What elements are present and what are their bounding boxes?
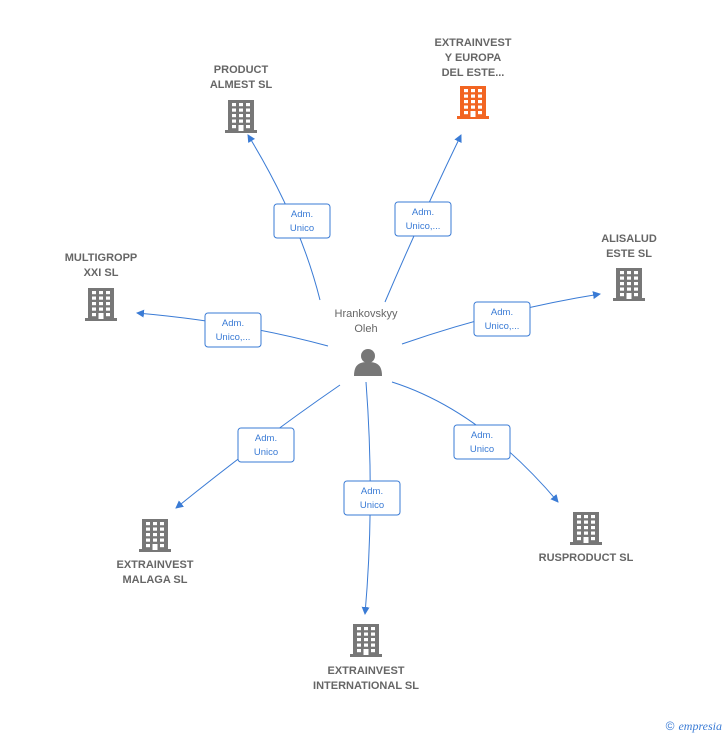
edge-label-text: Unico <box>360 500 384 511</box>
edge-label-text: Adm. <box>255 433 277 444</box>
footer-brand: ©empresia <box>666 719 722 734</box>
edge-label-multigropp-xxi[interactable]: Adm. Unico,... <box>204 312 262 348</box>
edge-product-almest: Adm. Unico <box>247 134 331 301</box>
center-name-line1: Hrankovskyy <box>335 308 398 320</box>
node-label: Y EUROPA <box>445 52 501 64</box>
node-label: RUSPRODUCT SL <box>539 552 634 564</box>
center-name-line2: Oleh <box>354 323 377 335</box>
edge-label-rusproduct[interactable]: Adm. Unico <box>453 424 511 460</box>
edge-label-box <box>204 312 262 348</box>
edge-label-text: Unico,... <box>485 321 520 332</box>
building-icon <box>225 100 257 133</box>
node-label: DEL ESTE... <box>442 67 505 79</box>
edge-label-product-almest[interactable]: Adm. Unico <box>273 203 331 239</box>
edge-label-box <box>394 201 452 237</box>
building-icon <box>85 288 117 321</box>
building-icon <box>350 624 382 657</box>
node-label: INTERNATIONAL SL <box>313 680 419 692</box>
node-rusproduct[interactable]: RUSPRODUCT SL <box>539 512 634 564</box>
edge-label-text: Unico,... <box>216 332 251 343</box>
edge-extrainvest-malaga: Adm. Unico <box>175 384 341 509</box>
building-icon <box>613 268 645 301</box>
edge-label-text: Adm. <box>361 486 383 497</box>
edge-label-box <box>473 301 531 337</box>
edge-label-extrainvest-y-europa[interactable]: Adm. Unico,... <box>394 201 452 237</box>
building-icon <box>570 512 602 545</box>
edge-alisalud-este: Adm. Unico,... <box>401 291 601 345</box>
building-icon <box>457 86 489 119</box>
node-label: PRODUCT <box>214 64 269 76</box>
edge-label-text: Adm. <box>491 307 513 318</box>
edge-label-text: Unico,... <box>406 221 441 232</box>
edge-label-text: Adm. <box>222 318 244 329</box>
node-extrainvest-international[interactable]: EXTRAINVEST INTERNATIONAL SL <box>313 624 419 692</box>
edge-label-text: Unico <box>254 447 278 458</box>
edge-label-box <box>343 480 401 516</box>
edge-extrainvest-y-europa: Adm. Unico,... <box>384 134 462 303</box>
edges-layer: Adm.UnicoAdm.Unico,...Adm.Unico,...Adm.U… <box>136 134 601 615</box>
node-label: EXTRAINVEST <box>434 37 511 49</box>
edge-extrainvest-international: Adm. Unico <box>343 381 401 615</box>
edge-label-box <box>237 427 295 463</box>
brand-name: empresia <box>678 719 722 733</box>
center-person[interactable]: Hrankovskyy Oleh <box>335 308 398 376</box>
node-label: ALISALUD <box>601 233 657 245</box>
edge-label-extrainvest-malaga[interactable]: Adm. Unico <box>237 427 295 463</box>
node-label: MULTIGROPP <box>65 252 138 264</box>
edge-label-text: Unico <box>470 444 494 455</box>
node-extrainvest-malaga[interactable]: EXTRAINVEST MALAGA SL <box>116 519 194 586</box>
node-label: EXTRAINVEST <box>116 559 193 571</box>
person-icon <box>354 349 382 376</box>
node-label: MALAGA SL <box>123 574 188 586</box>
edge-label-text: Unico <box>290 223 314 234</box>
node-label: XXI SL <box>84 267 119 279</box>
node-extrainvest-y-europa[interactable]: EXTRAINVEST Y EUROPA DEL ESTE... <box>434 37 512 119</box>
edge-label-extrainvest-international[interactable]: Adm. Unico <box>343 480 401 516</box>
node-alisalud-este[interactable]: ALISALUD ESTE SL <box>601 233 657 301</box>
edge-label-text: Adm. <box>291 209 313 220</box>
node-label: EXTRAINVEST <box>327 665 404 677</box>
nodes-layer: PRODUCT ALMEST SL EXTRAINVEST Y EUROPA DEL E… <box>65 37 657 692</box>
node-multigropp-xxi[interactable]: MULTIGROPP XXI SL <box>65 252 138 321</box>
edge-label-text: Adm. <box>412 207 434 218</box>
edge-label-box <box>273 203 331 239</box>
edge-label-text: Adm. <box>471 430 493 441</box>
edge-rusproduct: Adm. Unico <box>391 381 559 503</box>
node-label: ESTE SL <box>606 248 652 260</box>
edge-label-box <box>453 424 511 460</box>
edge-label-alisalud-este[interactable]: Adm. Unico,... <box>473 301 531 337</box>
node-label: ALMEST SL <box>210 79 273 91</box>
edge-multigropp-xxi: Adm. Unico,... <box>136 309 329 348</box>
copyright-symbol: © <box>665 719 675 733</box>
building-icon <box>139 519 171 552</box>
node-product-almest[interactable]: PRODUCT ALMEST SL <box>210 64 273 133</box>
